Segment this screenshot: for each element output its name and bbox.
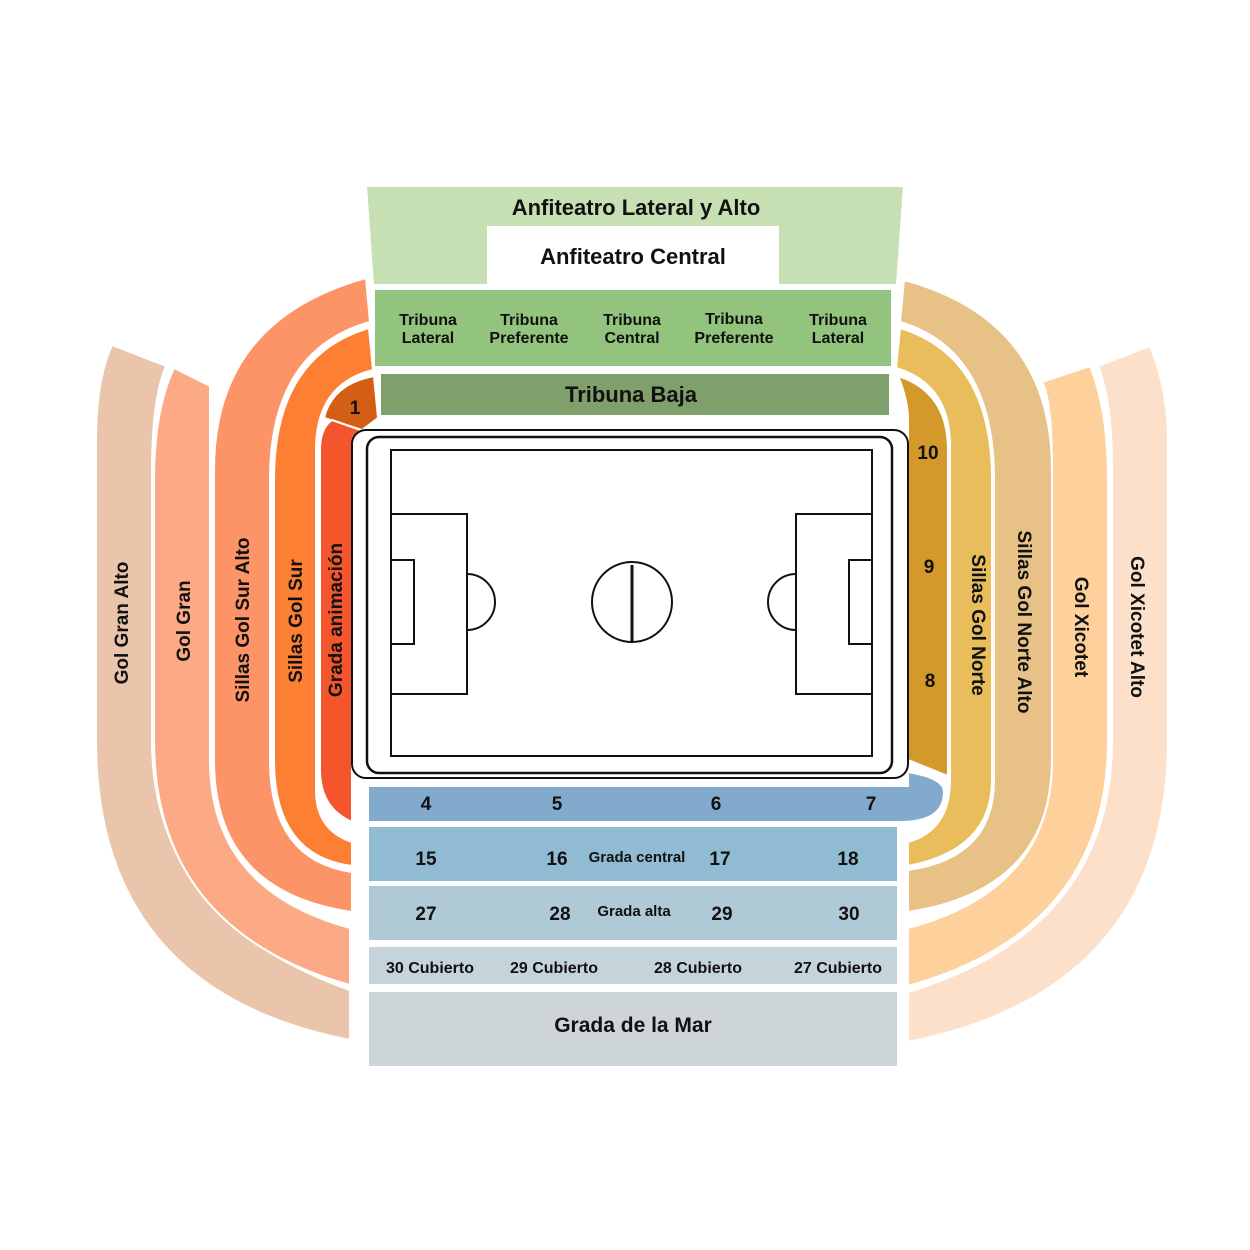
zone-gol-gran[interactable] — [153, 366, 351, 987]
label-sillas-gol-norte: Sillas Gol Norte — [967, 554, 988, 695]
zone-grada-de-la-mar[interactable] — [367, 990, 899, 1068]
label-gol-xicotet-alto: Gol Xicotet Alto — [1126, 556, 1147, 698]
zone-gol-xicotet-alto[interactable] — [907, 344, 1169, 1044]
label-grada-central: Grada central — [589, 849, 686, 866]
label-zone-5: 5 — [552, 794, 563, 815]
label-tribuna-central-1: Tribuna — [603, 312, 661, 329]
label-gol-gran-alto: Gol Gran Alto — [112, 562, 133, 685]
pitch — [351, 429, 909, 779]
label-zone-7: 7 — [866, 794, 877, 815]
left-side-labels: Gol Gran Alto Gol Gran Sillas Gol Sur Al… — [112, 398, 361, 703]
label-tribuna-preferente-left-2: Preferente — [489, 330, 568, 347]
zone-grada-alta[interactable] — [367, 884, 899, 942]
zone-sillas-gol-sur[interactable] — [273, 326, 375, 868]
pitch-outer-border — [351, 429, 909, 779]
label-tribuna-preferente-left-1: Tribuna — [500, 312, 558, 329]
label-zone-27: 27 — [415, 904, 436, 925]
label-zone-10: 10 — [917, 443, 938, 464]
label-30-cubierto: 30 Cubierto — [386, 960, 474, 977]
label-grada-alta: Grada alta — [597, 903, 671, 920]
label-grada-animacion: Grada animación — [326, 543, 347, 697]
label-zone-15: 15 — [415, 849, 437, 870]
label-zone-28: 28 — [549, 904, 570, 925]
zone-gol-gran-alto[interactable] — [95, 343, 351, 1042]
label-anfiteatro-central: Anfiteatro Central — [540, 244, 726, 269]
left-goal-area — [390, 559, 415, 645]
right-goal-area — [848, 559, 873, 645]
label-zone-17: 17 — [709, 849, 730, 870]
zone-anfiteatro-central[interactable] — [487, 226, 779, 285]
label-tribuna-lateral-left-2: Lateral — [402, 330, 454, 347]
zone-grada-central[interactable] — [367, 825, 899, 883]
label-29-cubierto: 29 Cubierto — [510, 960, 598, 977]
grada-alta-labels: 27 28 Grada alta 29 30 — [415, 903, 859, 925]
label-zone-8: 8 — [925, 671, 936, 692]
label-gol-gran: Gol Gran — [174, 580, 195, 661]
label-tribuna-lateral-left-1: Tribuna — [399, 312, 457, 329]
label-tribuna-lateral-right-2: Lateral — [812, 330, 864, 347]
label-grada-de-la-mar: Grada de la Mar — [554, 1014, 712, 1037]
label-zone-6: 6 — [711, 794, 722, 815]
pitch-inner-border — [365, 435, 894, 775]
label-tribuna-preferente-right-1: Tribuna — [705, 311, 763, 328]
cubierto-labels: 30 Cubierto 29 Cubierto 28 Cubierto 27 C… — [386, 960, 882, 977]
zone-sillas-gol-norte[interactable] — [894, 326, 993, 868]
label-zone-4: 4 — [421, 794, 432, 815]
label-zone-1: 1 — [350, 398, 361, 419]
zone-tribuna-baja[interactable] — [379, 372, 891, 417]
left-penalty-arc — [466, 573, 496, 631]
label-gol-xicotet: Gol Xicotet — [1070, 577, 1091, 678]
label-zone-18: 18 — [837, 849, 858, 870]
grada-central-labels: 15 16 Grada central 17 18 — [415, 849, 858, 870]
grada-baja-labels: 4 5 6 7 — [421, 794, 877, 815]
zone-sillas-gol-norte-alto[interactable] — [898, 278, 1053, 914]
label-anfiteatro-lateral-alto: Anfiteatro Lateral y Alto — [512, 195, 761, 220]
label-tribuna-lateral-right-1: Tribuna — [809, 312, 867, 329]
label-tribuna-preferente-right-2: Preferente — [694, 330, 773, 347]
label-sillas-gol-sur: Sillas Gol Sur — [286, 559, 307, 683]
center-circle — [591, 561, 673, 643]
zone-grada-baja[interactable] — [367, 770, 946, 823]
zone-8-10[interactable] — [896, 374, 949, 778]
label-sillas-gol-norte-alto: Sillas Gol Norte Alto — [1013, 531, 1034, 714]
right-penalty-arc — [767, 573, 797, 631]
right-side-labels: 10 9 8 Sillas Gol Norte Sillas Gol Norte… — [917, 443, 1147, 714]
label-sillas-gol-sur-alto: Sillas Gol Sur Alto — [233, 537, 254, 702]
label-zone-29: 29 — [711, 904, 732, 925]
label-zone-9: 9 — [924, 557, 935, 578]
label-tribuna-baja: Tribuna Baja — [565, 382, 698, 407]
zone-gol-xicotet[interactable] — [907, 364, 1109, 988]
label-zone-30: 30 — [838, 904, 859, 925]
zone-tribunas[interactable] — [373, 288, 893, 368]
zone-sillas-gol-sur-alto[interactable] — [213, 276, 372, 914]
label-zone-16: 16 — [546, 849, 567, 870]
label-27-cubierto: 27 Cubierto — [794, 960, 882, 977]
label-tribuna-central-2: Central — [604, 330, 659, 347]
tribuna-labels: Tribuna Lateral Tribuna Preferente Tribu… — [399, 311, 867, 347]
label-28-cubierto: 28 Cubierto — [654, 960, 742, 977]
zone-cubierto[interactable] — [367, 945, 899, 986]
